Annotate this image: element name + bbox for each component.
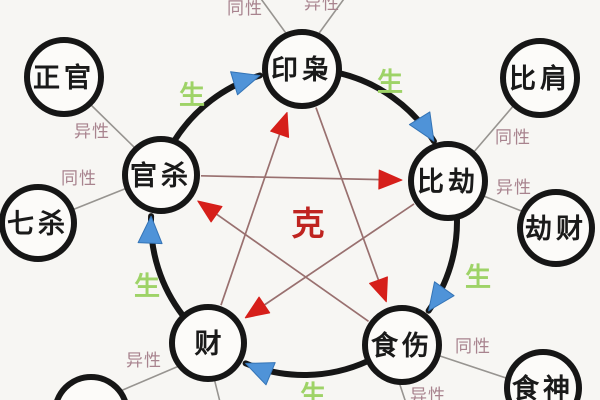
node-label-shi-shen: 食神 (512, 373, 574, 400)
relation-label-shishang-below: 异性 (410, 386, 446, 400)
sheng-label-yin-xiao-bi-jie: 生 (377, 68, 403, 98)
node-circle-jie-cai (517, 189, 595, 267)
sheng-label-bi-jie-shi-shang: 生 (465, 263, 491, 293)
relation-line-jiecai-bijie (480, 194, 525, 213)
relation-line-zhengguan-guansha (88, 102, 137, 150)
sheng-arrowhead-cai-guan-sha (137, 215, 163, 245)
sheng-arrowhead-guan-sha-yin-xiao (230, 71, 261, 96)
node-label-bi-jian: 比肩 (509, 63, 571, 95)
relation-line-cai-below (213, 377, 221, 400)
relation-line-yinxiao-top-left (260, 0, 289, 37)
ke-line-yin-xiao-shi-shang (315, 107, 384, 291)
node-circle-qi-sha (0, 184, 77, 262)
relation-label-bijian-bijie: 同性 (495, 128, 531, 148)
ke-line-guan-sha-bi-jie (200, 174, 391, 181)
relation-line-shishang-below (398, 381, 406, 400)
ke-line-cai-yin-xiao (220, 123, 284, 306)
node-circle-zheng-guan (24, 37, 104, 117)
ke-arrowhead-guan-sha-bi-jie (378, 169, 403, 190)
node-label-jie-cai: 劫财 (525, 214, 587, 245)
sheng-label-cai-guan-sha: 生 (134, 272, 160, 302)
ke-line-shi-shang-guan-sha (207, 207, 369, 323)
node-label-qi-sha: 七杀 (7, 208, 69, 240)
sheng-arrowhead-yin-xiao-bi-jie (408, 111, 435, 142)
node-circle-yin-xiao (262, 29, 342, 109)
node-circle-shi-shang (362, 305, 442, 385)
node-label-bi-jie: 比劫 (417, 167, 479, 198)
node-circle-partial-bottom-left (54, 374, 128, 400)
node-circle-shi-shen (504, 349, 582, 400)
relation-line-cai-bottomleft (117, 365, 180, 393)
relation-label-yinxiao-top-left: 同性 (227, 0, 263, 19)
relation-label-yinxiao-top-right: 异性 (304, 0, 340, 14)
node-circle-bi-jie (408, 141, 488, 221)
relation-line-yinxiao-top-right (316, 0, 345, 37)
ke-arrowhead-bi-jie-cai (244, 296, 271, 319)
node-circle-bi-jian (500, 38, 580, 118)
sheng-arrowhead-bi-jie-shi-shang (428, 281, 455, 312)
relation-line-qisha-guansha (71, 187, 128, 211)
node-circle-guan-sha (122, 136, 200, 214)
ke-arrowhead-yin-xiao-shi-shang (369, 276, 388, 303)
relation-label-qisha-guansha: 同性 (61, 169, 97, 189)
node-label-yin-xiao: 印枭 (271, 54, 333, 86)
relation-label-jiecai-bijie: 异性 (496, 178, 532, 198)
ke-arrowhead-cai-yin-xiao (270, 112, 290, 138)
relation-line-shishen-shishang (436, 354, 510, 380)
node-label-cai: 财 (195, 329, 222, 360)
node-circle-cai (169, 304, 247, 382)
ke-arrowhead-shi-shang-guan-sha (197, 200, 223, 223)
relation-label-shishen-shishang: 同性 (455, 337, 491, 357)
relation-label-cai-bottomleft: 异性 (126, 351, 162, 371)
sheng-label-shi-shang-cai: 生 (300, 381, 326, 400)
relation-line-bijian-bijie (472, 103, 516, 154)
ke-center-label: 克 (292, 204, 325, 243)
sheng-arrowhead-shi-shang-cai (245, 362, 276, 386)
node-label-shi-shang: 食伤 (371, 330, 433, 362)
relation-label-zhengguan-guansha: 异性 (74, 122, 110, 142)
node-label-guan-sha: 官杀 (130, 160, 192, 192)
node-label-zheng-guan: 正官 (33, 62, 95, 94)
sheng-label-guan-sha-yin-xiao: 生 (179, 81, 205, 111)
ke-line-bi-jie-cai (254, 203, 415, 312)
